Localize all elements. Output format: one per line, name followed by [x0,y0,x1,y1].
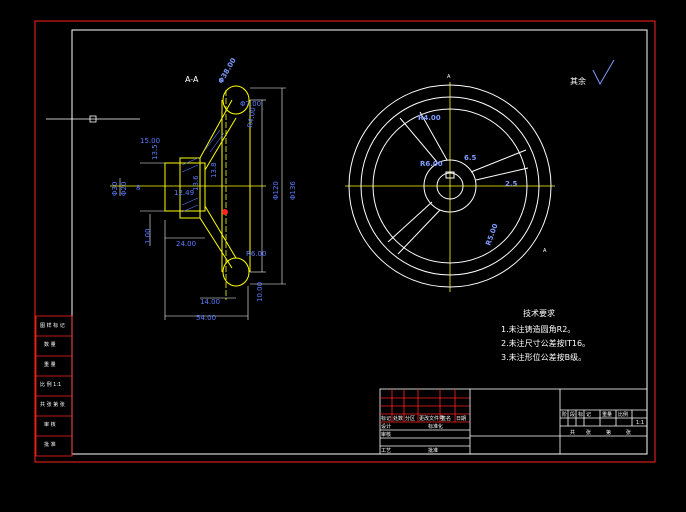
dim-13-5: 13.5 [151,144,159,160]
tb-rb-0: 共 [570,429,575,436]
view-label-top: A [447,74,451,80]
tb-h-3: 更改文件号 [419,415,444,422]
dim-spoke-w: 15.00 [140,137,160,145]
tb-rt-3: 记 [586,411,591,418]
tb-rb-2: 第 [606,429,611,436]
dim-d-total: Φ136 [289,181,297,200]
dim-w-14: 14.00 [200,298,220,306]
side-label-1: 数 量 [44,341,56,348]
tb-rt-4: 重量 [602,411,612,418]
dim-h-10: 10.00 [256,282,264,302]
inner-border [71,29,648,455]
rdim-2-5: 2.5 [505,180,518,188]
dim-1: 1.00 [144,228,152,244]
dim-d-hub-inner: Φ20 [120,182,128,196]
left-side-labels: 图 样 标 记 数 量 重 量 比 例 1:1 共 张 第 张 审 核 批 准 [40,322,65,448]
tb-rt-2: 标 [578,411,583,418]
outer-border [34,20,656,463]
tb-rb-1: 张 [586,429,591,436]
side-label-3: 比 例 1:1 [40,381,61,388]
title-block [379,388,648,455]
dim-d-top-hub: Φ38.00 [217,57,238,85]
tb-r2-0: 审核 [381,431,391,438]
tb-h-0: 标记 [381,415,391,422]
tb-r1-0: 设计 [381,423,391,430]
roughness-check-icon [592,59,615,86]
centerline-marker [89,115,97,123]
dim-r-hub: R4.00 [246,107,257,129]
hatch-lines [181,129,225,213]
dim-lines [119,87,286,320]
dim-12-49: 12.49 [174,189,194,197]
side-label-5: 审 核 [44,421,56,428]
dim-d-top-hole: Φ7.00 [240,100,261,108]
tb-rt-1: 段 [570,411,575,418]
reference-point [222,209,228,215]
dim-d-rim: Φ120 [272,181,280,200]
tb-h-2: 分区 [405,415,415,422]
dim-13-8: 13.8 [210,162,218,178]
tb-rt-5: 比例 [618,411,628,418]
rdim-6-5: 6.5 [464,154,477,162]
tb-rb-3: 张 [626,429,631,436]
tech-item-1: 1.未注铸造圆角R2。 [501,324,575,334]
tb-r1-3: 标准化 [428,423,443,430]
tb-h-1: 处数 [393,415,403,422]
rdim-r-spoke: R4.00 [418,114,441,122]
side-label-6: 批 准 [44,441,56,448]
tb-rt-0: 阶 [562,411,567,418]
side-label-4: 共 张 第 张 [40,401,65,408]
dim-bot-r: R6.00 [246,250,266,258]
side-label-2: 重 量 [44,361,56,368]
tb-r3-3: 批准 [428,447,438,454]
tb-h-5: 日期 [456,416,466,422]
right-dims: R4.00 R6.00 6.5 2.5 R5.00 [418,114,518,247]
rdim-r-bottom: R5.00 [484,223,499,247]
left-dims: Φ38.00 Φ7.00 R4.00 15.00 13.5 Φ30 Φ20 8 … [111,57,297,322]
title-block-labels: 标记 处数 分区 更改文件号 签名 日期 设计 标准化 审核 工艺 批准 阶 段… [381,411,644,454]
dim-13-6: 13.6 [192,175,200,191]
tech-item-3: 3.未注形位公差按B级。 [501,352,586,362]
dim-d-hub-outer: Φ30 [111,182,119,196]
tech-requirements: 技术要求 1.未注铸造圆角R2。 2.未注尺寸公差按IT16。 3.未注形位公差… [501,308,590,362]
tb-scale: 1:1 [636,420,644,426]
view-label-bottom: A [543,248,547,254]
dim-w-54: 54.00 [196,314,216,322]
tech-item-2: 2.未注尺寸公差按IT16。 [501,338,590,348]
section-label: A-A [185,75,199,84]
wheel-outline [348,84,552,288]
rdim-r-hub: R6.00 [420,160,443,168]
tb-h-4: 签名 [441,415,451,422]
tb-r3-0: 工艺 [381,448,391,454]
dim-8: 8 [136,184,140,192]
left-side-block [35,315,73,457]
tech-title: 技术要求 [523,308,555,318]
side-label-0: 图 样 标 记 [40,322,65,329]
dim-24: 24.00 [176,240,196,248]
roughness-label: 其余 [570,76,586,86]
